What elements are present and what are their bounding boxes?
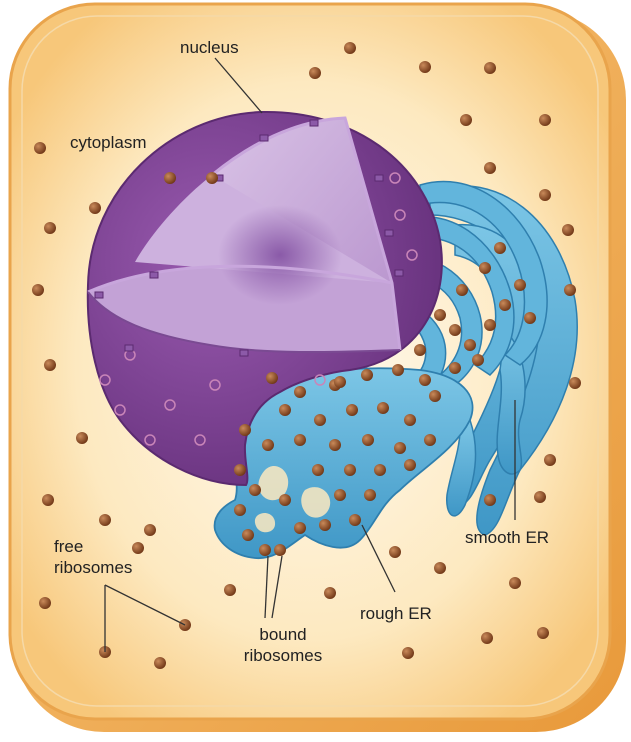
label-rough-er: rough ER — [360, 603, 432, 624]
label-free-line1: free — [54, 536, 132, 557]
label-cytoplasm: cytoplasm — [70, 132, 147, 153]
label-nucleus: nucleus — [180, 37, 239, 58]
label-bound-line2: ribosomes — [228, 645, 338, 666]
label-free-ribosomes: free ribosomes — [54, 536, 132, 578]
label-bound-ribosomes: bound ribosomes — [228, 624, 338, 666]
label-free-line2: ribosomes — [54, 557, 132, 578]
label-bound-line1: bound — [228, 624, 338, 645]
label-smooth-er: smooth ER — [465, 527, 549, 548]
